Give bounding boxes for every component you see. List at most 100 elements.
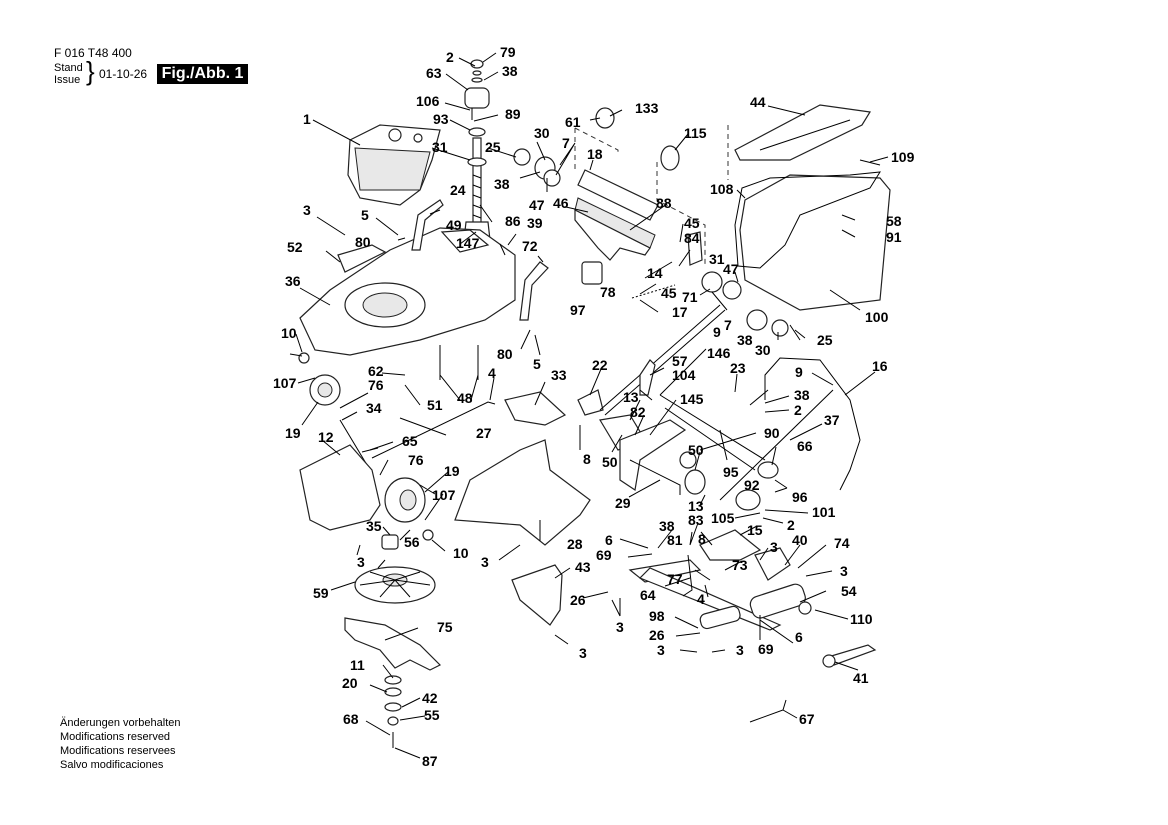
part-label[interactable]: 109 [891,149,915,165]
part-label[interactable]: 145 [680,391,704,407]
part-label[interactable]: 75 [437,619,453,635]
part-label[interactable]: 107 [273,375,297,391]
part-label[interactable]: 55 [424,707,440,723]
part-label[interactable]: 2 [787,517,795,533]
part-label[interactable]: 84 [684,230,700,246]
part-label[interactable]: 107 [432,487,456,503]
part-label[interactable]: 78 [600,284,616,300]
part-label[interactable]: 92 [744,477,760,493]
part-label[interactable]: 3 [657,642,665,658]
part-label[interactable]: 79 [500,44,516,60]
part-label[interactable]: 48 [457,390,473,406]
part-label[interactable]: 8 [698,531,706,547]
part-label[interactable]: 10 [281,325,297,341]
part-label[interactable]: 38 [659,518,675,534]
part-label[interactable]: 63 [426,65,442,81]
part-label[interactable]: 106 [416,93,440,109]
part-label[interactable]: 6 [605,532,613,548]
part-label[interactable]: 29 [615,495,631,511]
part-label[interactable]: 13 [623,389,639,405]
part-label[interactable]: 14 [647,265,663,281]
part-label[interactable]: 52 [287,239,303,255]
part-label[interactable]: 90 [764,425,780,441]
part-label[interactable]: 33 [551,367,567,383]
part-label[interactable]: 31 [432,139,448,155]
part-label[interactable]: 66 [797,438,813,454]
part-label[interactable]: 26 [649,627,665,643]
part-label[interactable]: 17 [672,304,688,320]
part-label[interactable]: 13 [688,498,704,514]
part-label[interactable]: 40 [792,532,808,548]
part-label[interactable]: 100 [865,309,889,325]
part-label[interactable]: 3 [481,554,489,570]
part-label[interactable]: 50 [688,442,704,458]
part-label[interactable]: 25 [817,332,833,348]
part-label[interactable]: 62 [368,363,384,379]
part-label[interactable]: 39 [527,215,543,231]
part-label[interactable]: 19 [444,463,460,479]
part-label[interactable]: 41 [853,670,869,686]
part-label[interactable]: 5 [533,356,541,372]
part-label[interactable]: 68 [343,711,359,727]
part-label[interactable]: 61 [565,114,581,130]
part-label[interactable]: 147 [456,235,480,251]
part-label[interactable]: 77 [667,571,683,587]
part-label[interactable]: 3 [736,642,744,658]
part-label[interactable]: 87 [422,753,438,769]
part-label[interactable]: 22 [592,357,608,373]
part-label[interactable]: 43 [575,559,591,575]
part-label[interactable]: 69 [596,547,612,563]
part-label[interactable]: 93 [433,111,449,127]
part-label[interactable]: 101 [812,504,836,520]
part-label[interactable]: 4 [488,365,496,381]
part-label[interactable]: 88 [656,195,672,211]
part-label[interactable]: 31 [709,251,725,267]
part-label[interactable]: 11 [350,657,365,673]
part-label[interactable]: 47 [529,197,545,213]
part-label[interactable]: 65 [402,433,418,449]
part-label[interactable]: 3 [357,554,365,570]
part-label[interactable]: 3 [616,619,624,635]
part-label[interactable]: 4 [697,591,705,607]
part-label[interactable]: 133 [635,100,659,116]
part-label[interactable]: 49 [446,217,462,233]
part-label[interactable]: 25 [485,139,501,155]
part-label[interactable]: 82 [630,404,646,420]
part-label[interactable]: 2 [446,49,454,65]
part-label[interactable]: 86 [505,213,521,229]
part-label[interactable]: 58 [886,213,902,229]
part-label[interactable]: 47 [723,261,739,277]
part-label[interactable]: 146 [707,345,731,361]
part-label[interactable]: 104 [672,367,696,383]
part-label[interactable]: 80 [355,234,371,250]
part-label[interactable]: 71 [682,289,698,305]
part-label[interactable]: 98 [649,608,665,624]
part-label[interactable]: 95 [723,464,739,480]
part-label[interactable]: 76 [408,452,424,468]
part-label[interactable]: 2 [794,402,802,418]
part-label[interactable]: 8 [583,451,591,467]
part-label[interactable]: 3 [303,202,311,218]
part-label[interactable]: 74 [834,535,850,551]
part-label[interactable]: 23 [730,360,746,376]
part-label[interactable]: 3 [840,563,848,579]
part-label[interactable]: 56 [404,534,420,550]
part-label[interactable]: 10 [453,545,469,561]
part-label[interactable]: 80 [497,346,513,362]
part-label[interactable]: 16 [872,358,888,374]
part-label[interactable]: 115 [684,125,707,141]
part-label[interactable]: 45 [684,215,700,231]
part-label[interactable]: 18 [587,146,603,162]
part-label[interactable]: 45 [661,285,677,301]
part-label[interactable]: 83 [688,512,704,528]
part-label[interactable]: 1 [303,111,311,127]
part-label[interactable]: 57 [672,353,688,369]
part-label[interactable]: 51 [427,397,443,413]
part-label[interactable]: 26 [570,592,586,608]
part-label[interactable]: 54 [841,583,857,599]
part-label[interactable]: 44 [750,94,766,110]
part-label[interactable]: 9 [795,364,803,380]
part-label[interactable]: 108 [710,181,734,197]
part-label[interactable]: 15 [747,522,763,538]
part-label[interactable]: 38 [502,63,518,79]
